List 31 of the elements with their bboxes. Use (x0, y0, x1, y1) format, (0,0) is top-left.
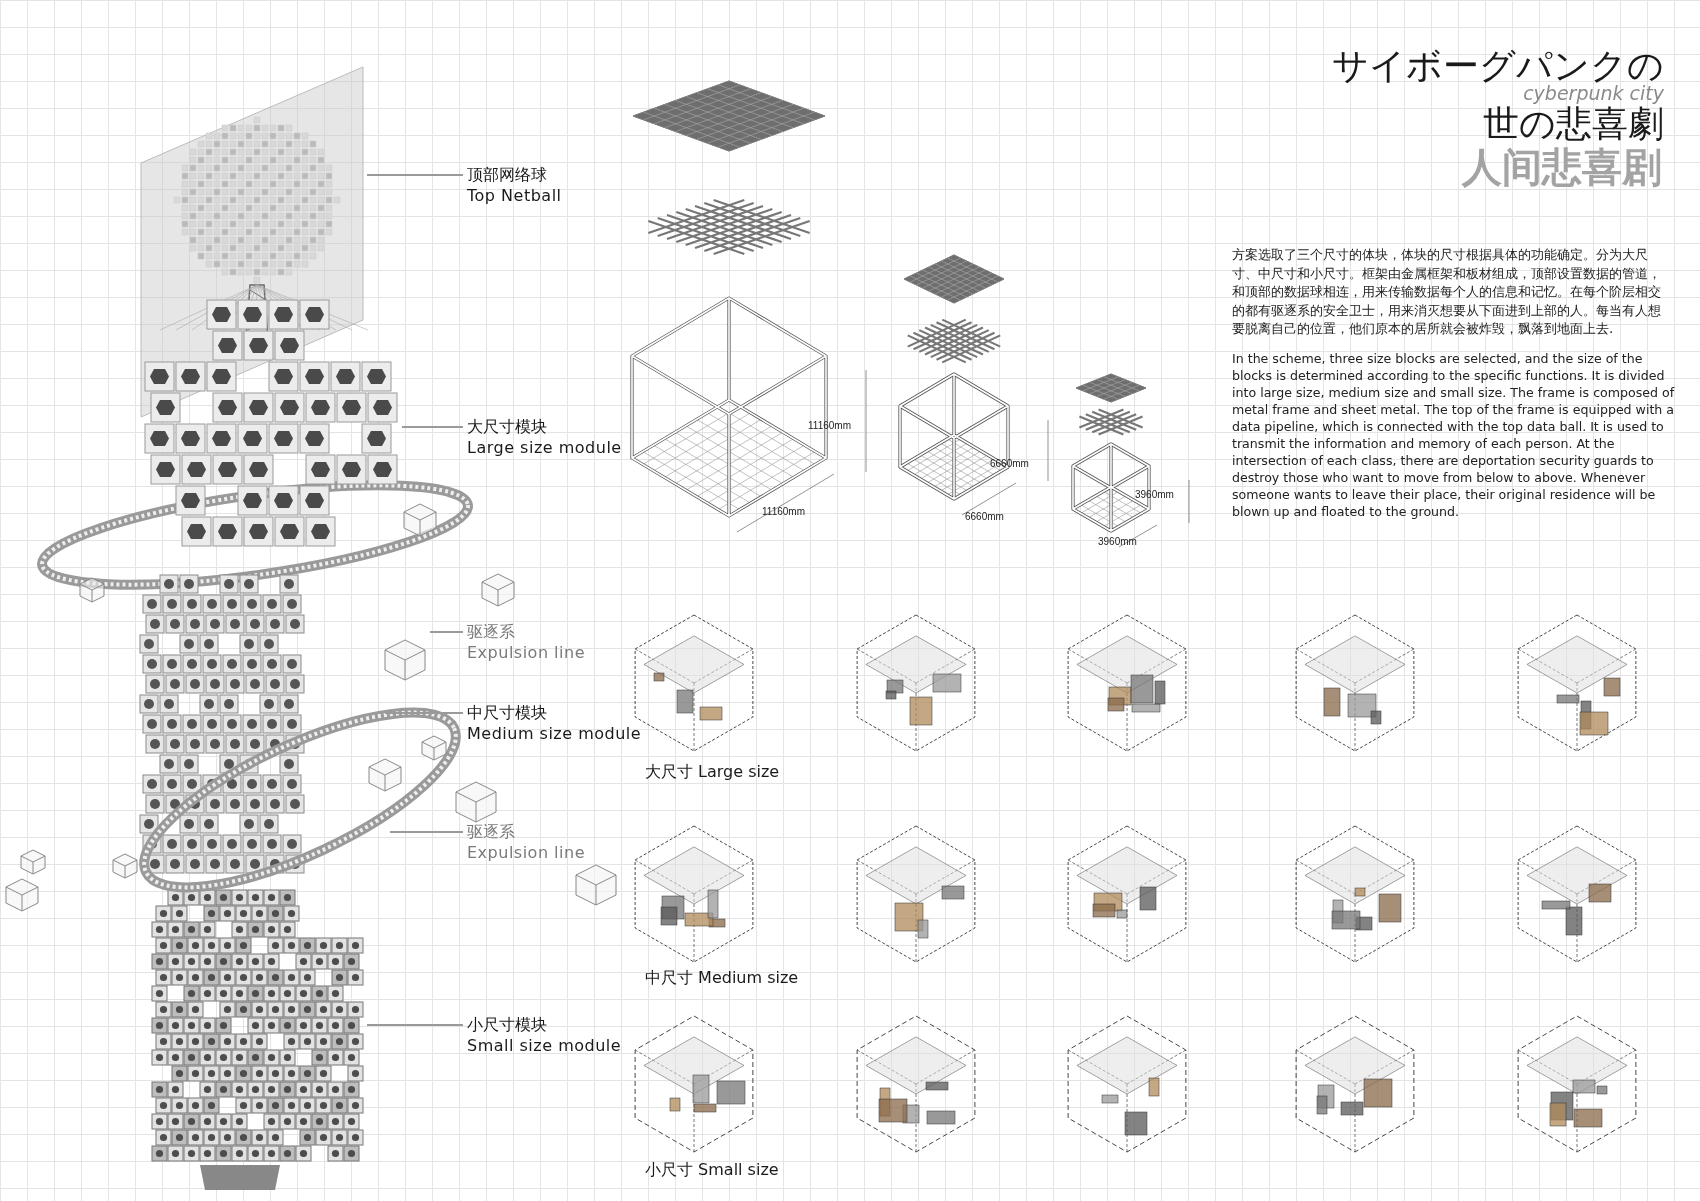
leader-line (366, 174, 464, 176)
dimension-label: 6660mm (965, 511, 1004, 523)
size-caption: 小尺寸 Small size (645, 1160, 779, 1180)
part-label-translation: Expulsion line (467, 842, 585, 863)
part-label-translation: Medium size module (467, 723, 642, 744)
leader-line (401, 426, 464, 428)
part-label-translation: Large size module (467, 437, 622, 458)
part-label: 驱逐系 (467, 821, 515, 842)
title: 世の悲喜劇 (1483, 104, 1664, 144)
description-paragraph: 方案选取了三个尺寸的体块，体块的尺寸根据具体的功能确定。分为大尺寸、中尺寸和小尺寸。框架由金属框架和板材组成，顶部设置数据的管道，和顶部的数据球相连，用来传输数据每个人的信息和记忆。在每个阶层相交的都有驱逐系的安全卫士，用来消灭想要从下面进到上部的人。每当有人想要脱离自己的位置，他们原本的居所就会被炸毁，飘落到地面上去. (1232, 246, 1662, 338)
leader-line (384, 712, 464, 714)
leader-line (389, 831, 464, 833)
part-label: 小尺寸模块 (467, 1014, 547, 1035)
size-caption: 中尺寸 Medium size (645, 968, 799, 988)
part-label: 大尺寸模块 (467, 416, 547, 437)
dimension-label: 3960mm (1135, 489, 1174, 501)
dimension-label: 3960mm (1098, 536, 1137, 548)
part-label: 顶部网络球 (467, 164, 547, 185)
title: 人间悲喜剧 (1462, 144, 1662, 190)
leader-line (366, 1024, 464, 1026)
part-label-translation: Small size module (467, 1035, 622, 1056)
part-label-translation: Expulsion line (467, 642, 585, 663)
size-caption: 大尺寸 Large size (645, 762, 780, 782)
dimension-label: 11160mm (762, 506, 805, 518)
part-label: 驱逐系 (467, 621, 515, 642)
part-label: 中尺寸模块 (467, 702, 547, 723)
dimension-label: 6660mm (990, 458, 1029, 470)
dimension-label: 11160mm (808, 420, 851, 432)
description-paragraph: In the scheme, three size blocks are selected, and the size of the blocks is determined according to the specific functions. It is divided into large size, medium size and small size. The frame is composed of metal frame and sheet metal. The top of the frame is equipped with a data pipeline, which is connected with the top data ball. It is used to transmit the information and memory of each person. At the intersection of each class, there are deportation security guards to destroy those who want to move from below to above. Whenever someone wants to leave their place, their original residence will be blown up and floated to the ground. (1232, 350, 1676, 520)
part-label-translation: Top Netball (467, 185, 562, 206)
leader-line (429, 631, 464, 633)
